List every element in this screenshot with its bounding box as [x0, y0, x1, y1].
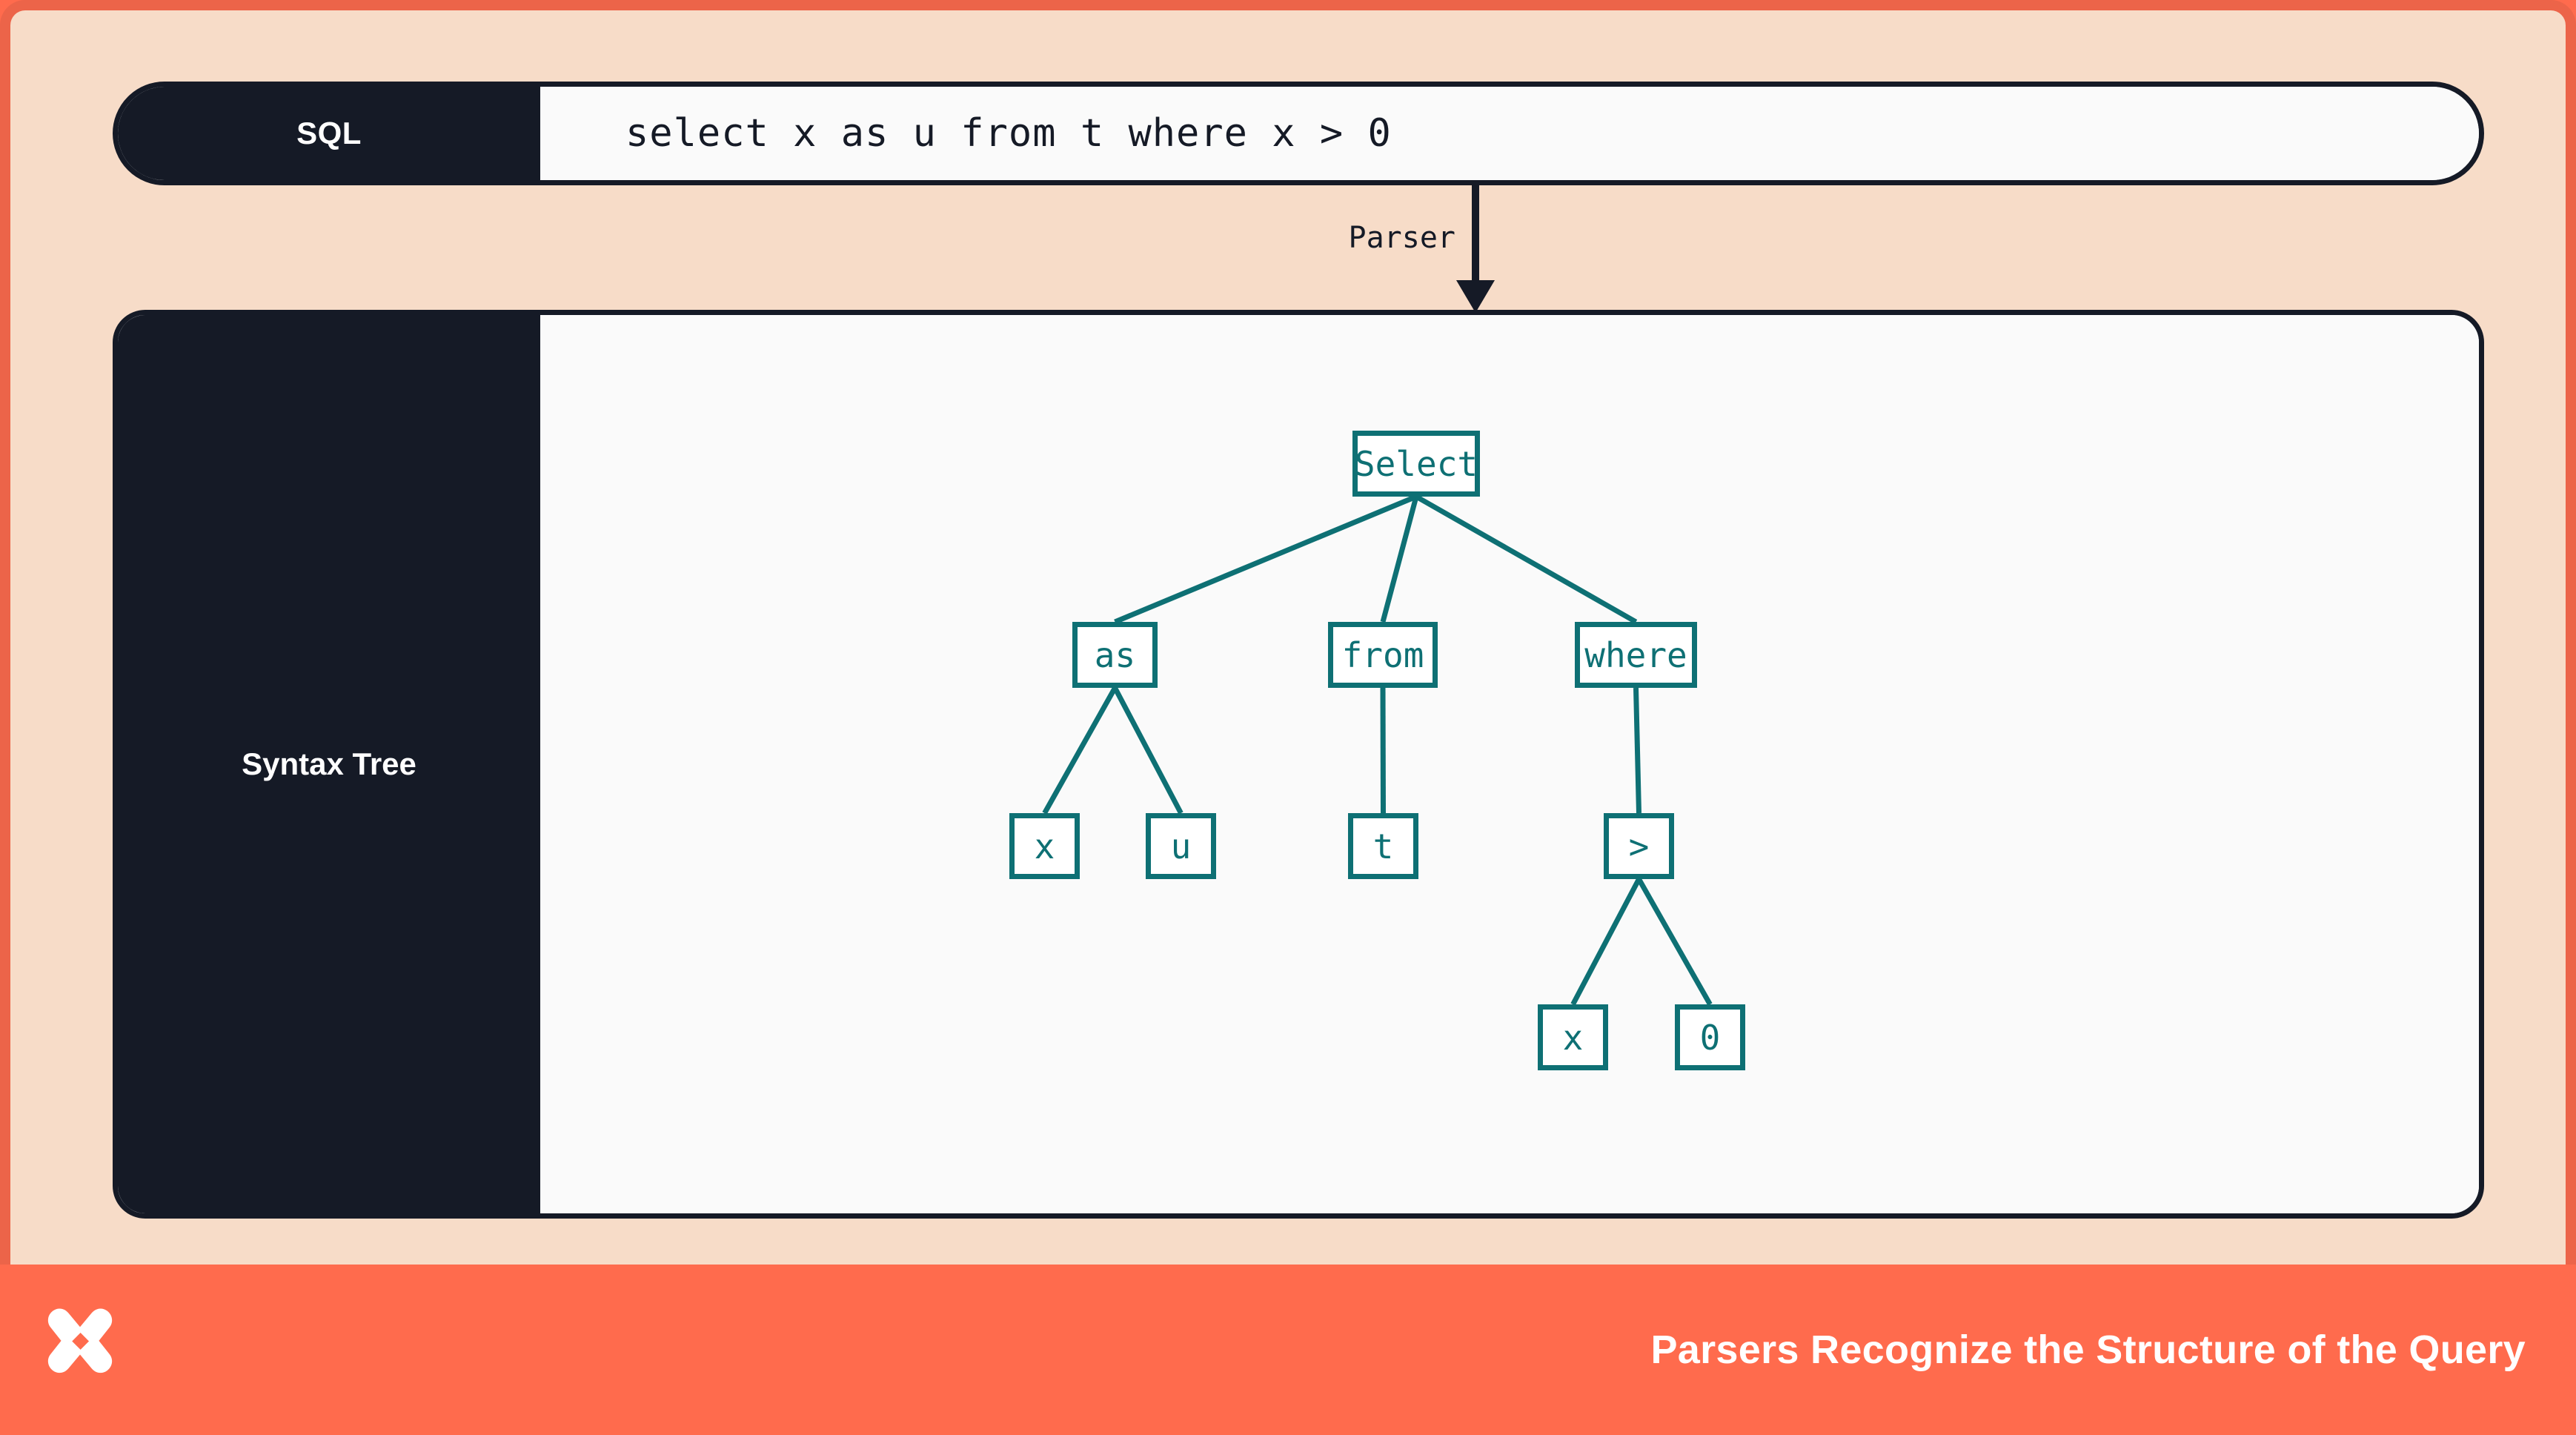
- tree-node-gt[interactable]: >: [1604, 813, 1674, 879]
- tree-edges-layer: [1042, 494, 1713, 1006]
- tree-node-label: 0: [1699, 1017, 1721, 1058]
- tree-node-where[interactable]: where: [1575, 622, 1697, 688]
- tree-edge-select-as: [1114, 494, 1418, 625]
- tree-edge-as-as_x: [1042, 686, 1118, 815]
- tree-node-label: Select: [1354, 443, 1478, 484]
- tree-edge-as-as_u: [1112, 686, 1184, 815]
- arrow-shaft: [1472, 185, 1479, 286]
- tree-node-label: as: [1094, 634, 1136, 675]
- tree-node-from_t[interactable]: t: [1348, 813, 1418, 879]
- sql-query-text: select x as u from t where x > 0: [625, 111, 1392, 156]
- tree-edge-select-where: [1415, 494, 1638, 625]
- tree-node-label: where: [1584, 634, 1687, 675]
- syntax-tree-panel: Syntax Tree Select as from where x u t > x 0: [113, 310, 2484, 1219]
- sql-row-label: SQL: [118, 87, 540, 180]
- tree-node-label: u: [1170, 826, 1192, 866]
- footer-bar: Parsers Recognize the Structure of the Q…: [0, 1265, 2576, 1435]
- tree-edge-gt-gt_x: [1570, 878, 1641, 1006]
- tree-node-select[interactable]: Select: [1352, 431, 1480, 497]
- sql-row: SQL select x as u from t where x > 0: [113, 82, 2484, 185]
- syntax-tree-label-text: Syntax Tree: [242, 746, 416, 781]
- tree-node-as_x[interactable]: x: [1009, 813, 1080, 879]
- tree-node-label: x: [1562, 1017, 1584, 1058]
- arrow-head-icon: [1456, 280, 1495, 313]
- sql-query-field[interactable]: select x as u from t where x > 0: [540, 87, 2479, 180]
- tree-edge-from-from_t: [1380, 687, 1386, 814]
- tree-node-label: x: [1034, 826, 1055, 866]
- tree-node-from[interactable]: from: [1328, 622, 1438, 688]
- tree-node-as[interactable]: as: [1072, 622, 1158, 688]
- tree-node-label: >: [1628, 826, 1650, 866]
- tree-node-as_u[interactable]: u: [1146, 813, 1216, 879]
- tree-edge-select-from: [1380, 496, 1419, 623]
- tree-node-label: t: [1372, 826, 1394, 866]
- syntax-tree-canvas: Select as from where x u t > x 0: [540, 315, 2479, 1213]
- x-star-logo-icon: [47, 1308, 113, 1373]
- footer-title: Parsers Recognize the Structure of the Q…: [1650, 1328, 2526, 1372]
- tree-node-gt_0[interactable]: 0: [1675, 1004, 1745, 1070]
- content-card: SQL select x as u from t where x > 0 Par…: [0, 0, 2576, 1265]
- syntax-tree-label: Syntax Tree: [118, 315, 540, 1213]
- tree-node-gt_x[interactable]: x: [1538, 1004, 1608, 1070]
- tree-edge-gt-gt_0: [1636, 878, 1713, 1006]
- sql-label-text: SQL: [296, 116, 362, 150]
- tree-edge-where-gt: [1633, 687, 1641, 814]
- parser-label: Parser: [1348, 221, 1456, 255]
- tree-node-label: from: [1341, 634, 1424, 675]
- parser-arrow-group: Parser: [1349, 185, 1537, 313]
